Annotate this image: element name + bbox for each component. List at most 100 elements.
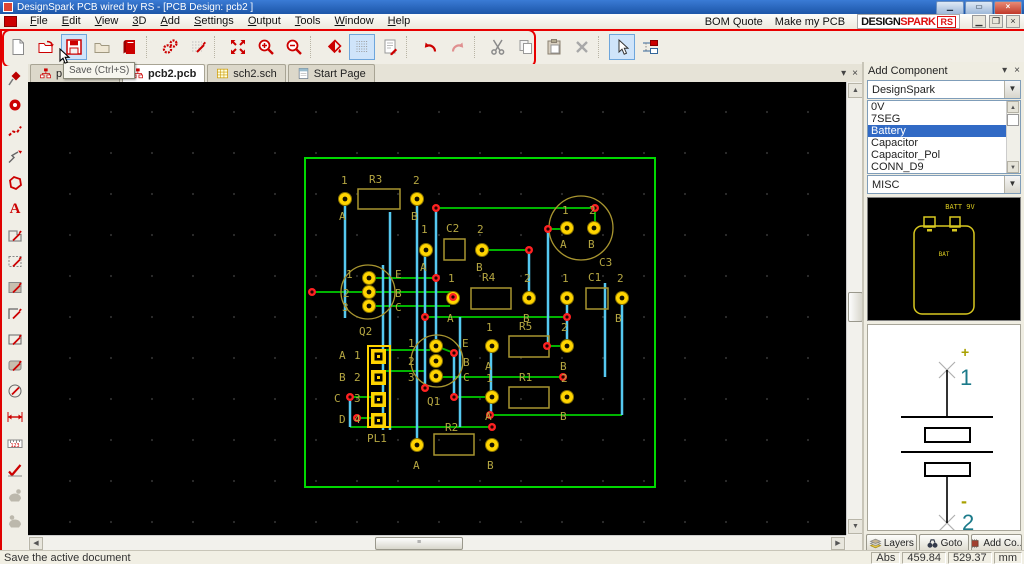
- component-body: [585, 287, 609, 310]
- chevron-down-icon[interactable]: ▼: [1004, 81, 1020, 98]
- component-tool[interactable]: [4, 68, 26, 90]
- pcb-label: 1: [486, 372, 493, 385]
- keepout-area-icon: [8, 256, 22, 268]
- maximize-button[interactable]: ▭: [965, 1, 993, 15]
- panel-close-button[interactable]: ×: [1014, 65, 1020, 76]
- menu-help[interactable]: Help: [387, 15, 411, 27]
- bom-quote-link[interactable]: BOM Quote: [704, 15, 763, 28]
- redo-button[interactable]: [445, 34, 471, 60]
- zoom-out-icon: [286, 39, 302, 55]
- paste-button[interactable]: [541, 34, 567, 60]
- list-scroll-thumb[interactable]: [1007, 114, 1019, 126]
- new-document-button[interactable]: [5, 34, 31, 60]
- copy-button[interactable]: [513, 34, 539, 60]
- menu-file[interactable]: File: [30, 15, 48, 27]
- child-close-button[interactable]: ×: [1006, 15, 1020, 28]
- panel-menu-button[interactable]: ▾: [1002, 65, 1008, 76]
- reports-button[interactable]: [377, 34, 403, 60]
- child-minimize-button[interactable]: ▁: [972, 15, 986, 28]
- canvas-horizontal-scrollbar[interactable]: ◀ ≡ ▶: [28, 535, 846, 550]
- open-shape-tool[interactable]: [4, 302, 26, 324]
- component-list-scrollbar[interactable]: ▲▼: [1006, 101, 1020, 173]
- pad-tool[interactable]: [4, 94, 26, 116]
- chevron-down-icon[interactable]: ▼: [1004, 176, 1020, 193]
- horizontal-scroll-thumb[interactable]: ≡: [375, 537, 463, 550]
- zoom-in-button[interactable]: [253, 34, 279, 60]
- libraries-button[interactable]: [117, 34, 143, 60]
- menu-3d[interactable]: 3D: [132, 15, 147, 27]
- list-scroll-up[interactable]: ▲: [1007, 101, 1019, 113]
- circle-shape-tool[interactable]: [4, 380, 26, 402]
- copper-pour-tool[interactable]: [4, 224, 26, 246]
- scroll-right-arrow[interactable]: ▶: [831, 537, 845, 550]
- close-document-button[interactable]: [89, 34, 115, 60]
- dimension-tool[interactable]: [4, 406, 26, 428]
- rectangle-shape-tool[interactable]: [4, 328, 26, 350]
- undo-button[interactable]: [417, 34, 443, 60]
- menu-view[interactable]: View: [94, 15, 119, 27]
- pcb-label: 1: [341, 174, 348, 187]
- zoom-out-button[interactable]: [281, 34, 307, 60]
- library-select[interactable]: DesignSpark ▼: [867, 80, 1021, 99]
- child-restore-button[interactable]: ❒: [989, 15, 1003, 28]
- startpage-tab-icon: [298, 68, 308, 79]
- shape-tool[interactable]: [4, 172, 26, 194]
- tab-close-button[interactable]: ×: [852, 68, 858, 79]
- component-list-item[interactable]: 0V: [871, 101, 885, 113]
- component-list-item[interactable]: CONN_D9: [871, 161, 924, 173]
- view-all-button[interactable]: [225, 34, 251, 60]
- pcb-label: 2: [561, 321, 568, 334]
- component-list-item[interactable]: 7SEG: [871, 113, 901, 125]
- connection-tool[interactable]: [4, 146, 26, 168]
- board-outline: [304, 157, 656, 488]
- settings-button[interactable]: [157, 34, 183, 60]
- tab-sch2-sch[interactable]: sch2.sch: [207, 64, 286, 82]
- pcb-label: B: [560, 410, 567, 423]
- scroll-up-arrow[interactable]: ▲: [848, 83, 863, 98]
- menu-tools[interactable]: Tools: [294, 15, 321, 27]
- component-list-item[interactable]: Capacitor_Pol: [871, 149, 941, 161]
- menu-edit[interactable]: Edit: [61, 15, 81, 27]
- menu-window[interactable]: Window: [334, 15, 374, 27]
- pcb-label: B: [615, 312, 622, 325]
- symbol-minus: -: [961, 491, 967, 511]
- grid-toggle-button[interactable]: [349, 34, 375, 60]
- component-list-item[interactable]: Battery: [868, 125, 1020, 137]
- category-select[interactable]: MISC ▼: [867, 175, 1021, 194]
- delete-icon: [576, 41, 588, 53]
- measure-tool[interactable]: 123: [4, 432, 26, 454]
- scroll-left-arrow[interactable]: ◀: [29, 537, 43, 550]
- cut-button[interactable]: [485, 34, 511, 60]
- open-document-button[interactable]: [33, 34, 59, 60]
- layers-button[interactable]: Layers: [866, 534, 917, 553]
- keepout-area-tool[interactable]: [4, 250, 26, 272]
- list-scroll-down[interactable]: ▼: [1007, 161, 1019, 173]
- canvas-vertical-scrollbar[interactable]: ▲ ▼: [846, 82, 863, 535]
- pcb-label: B: [560, 360, 567, 373]
- tab-overflow-button[interactable]: ▾: [841, 68, 847, 79]
- grid-settings-button[interactable]: [185, 34, 211, 60]
- minimize-button[interactable]: ▁: [936, 1, 964, 15]
- colors-button[interactable]: [321, 34, 347, 60]
- delete-button[interactable]: [569, 34, 595, 60]
- tab-start-page[interactable]: Start Page: [287, 64, 375, 82]
- component-list-item[interactable]: Capacitor: [871, 137, 919, 149]
- filled-shape-tool[interactable]: [4, 276, 26, 298]
- vertical-scroll-thumb[interactable]: [848, 292, 863, 322]
- scroll-down-arrow[interactable]: ▼: [848, 519, 863, 534]
- menu-output[interactable]: Output: [247, 15, 281, 27]
- menu-settings[interactable]: Settings: [194, 15, 234, 27]
- dimension-check-tool[interactable]: [4, 458, 26, 480]
- add-co--button[interactable]: Add Co...: [971, 534, 1023, 553]
- filled-rectangle-tool[interactable]: [4, 354, 26, 376]
- tab-pcb2-pcb[interactable]: pcb2.pcb: [122, 64, 206, 82]
- track-tool[interactable]: [4, 120, 26, 142]
- pcb-label: 4: [354, 413, 361, 426]
- make-my-pcb-link[interactable]: Make my PCB: [774, 15, 846, 28]
- select-mode-button[interactable]: [609, 34, 635, 60]
- close-button[interactable]: ×: [994, 1, 1022, 15]
- text-tool[interactable]: A: [4, 198, 26, 220]
- component-mode-button[interactable]: [637, 34, 663, 60]
- menu-add[interactable]: Add: [160, 15, 181, 27]
